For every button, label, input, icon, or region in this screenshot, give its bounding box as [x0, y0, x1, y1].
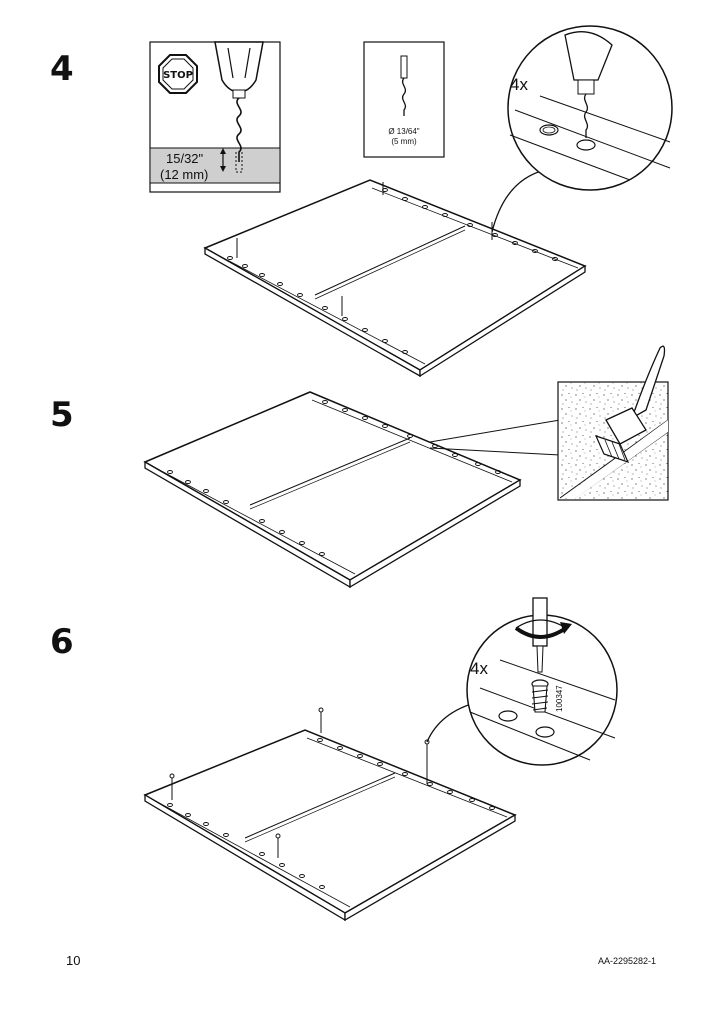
drill-depth-inset: STOP 15/32" (12 mm)	[149, 41, 281, 193]
rotate-arrow-icon	[514, 619, 572, 639]
step-number-5: 5	[50, 395, 74, 435]
quantity-step4: 4x	[510, 75, 528, 94]
document-id: AA-2295282-1	[598, 956, 657, 966]
drill-bit-icon	[400, 55, 408, 116]
panel-step4	[203, 179, 587, 378]
bit-metric: (5 mm)	[391, 137, 417, 146]
quantity-step6: 4x	[470, 659, 488, 678]
part-number: 100347	[555, 685, 564, 712]
panel-step6	[143, 707, 517, 922]
drill-icon	[214, 41, 264, 173]
step-number-6: 6	[50, 622, 74, 662]
brush-icon	[594, 345, 666, 463]
step-number-4: 4	[50, 49, 74, 89]
stop-sign-icon: STOP	[158, 54, 198, 94]
magnifier-step6: 4x 100347	[426, 597, 618, 766]
stop-label: STOP	[163, 70, 193, 81]
drill-bit-spec: Ø 13/64" (5 mm)	[363, 41, 445, 158]
glue-detail-step5	[429, 345, 669, 501]
page-number: 10	[66, 953, 81, 968]
screwdriver-icon	[532, 597, 548, 673]
drill-depth-imperial: 15/32"	[166, 151, 204, 166]
bit-diameter: Ø 13/64"	[388, 127, 419, 136]
magnifier-step4: 4x	[491, 25, 673, 233]
panel-step5	[143, 391, 522, 589]
screw-icon	[531, 679, 549, 713]
drill-depth-metric: (12 mm)	[160, 167, 208, 182]
